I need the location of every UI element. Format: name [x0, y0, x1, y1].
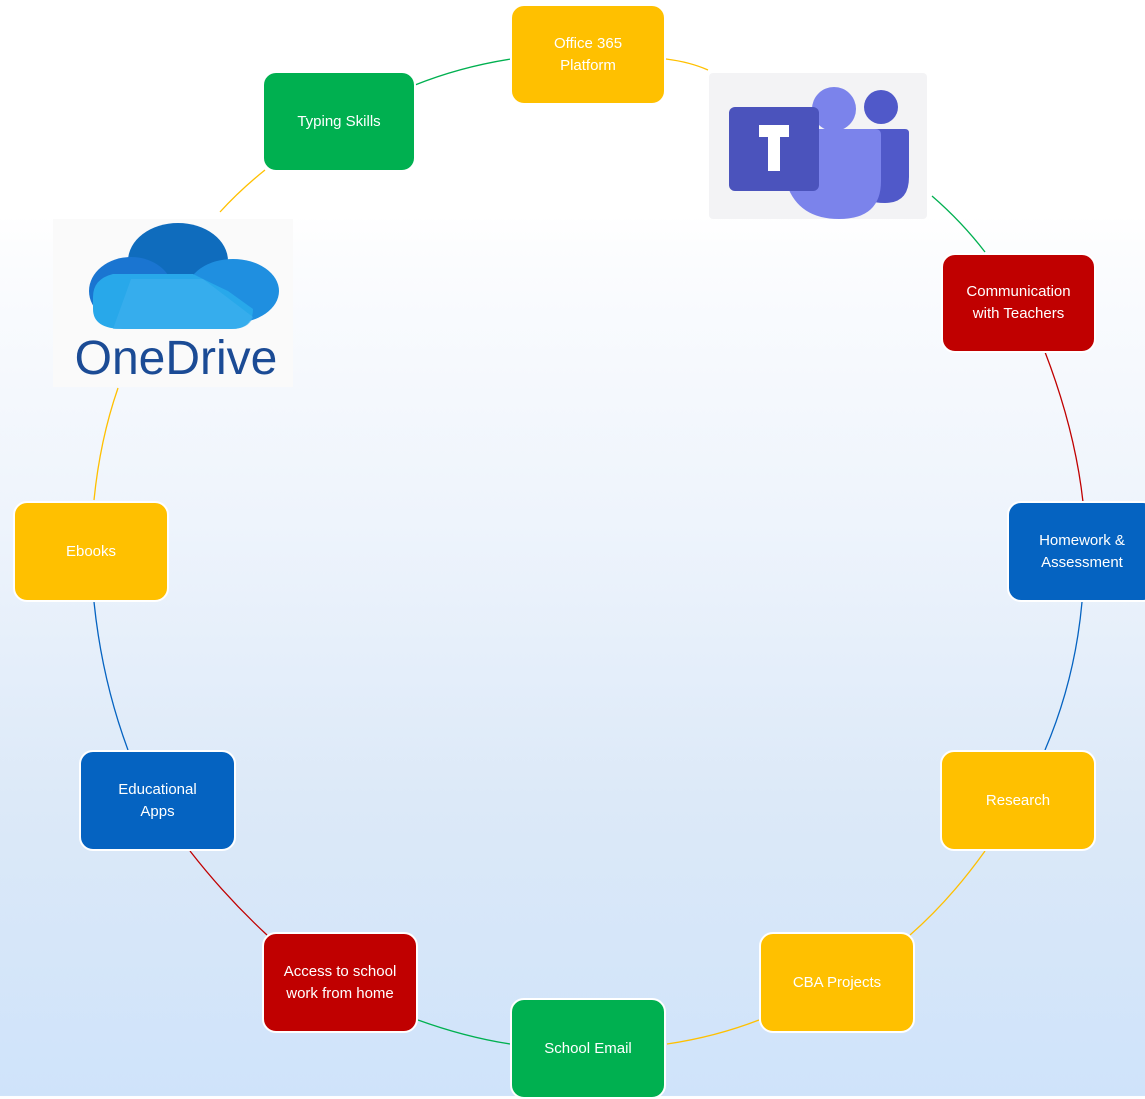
node-communication-with-teachers: Communication with Teachers — [941, 253, 1096, 353]
node-ebooks: Ebooks — [13, 501, 169, 602]
node-homework-assessment: Homework & Assessment — [1007, 501, 1145, 602]
node-school-email: School Email — [510, 998, 666, 1099]
connector-email-access — [417, 1019, 511, 1045]
node-access-to-school-work: Access to school work from home — [262, 932, 418, 1033]
connector-apps-ebooks — [93, 601, 129, 751]
node-cba-projects: CBA Projects — [759, 932, 915, 1033]
connector-ebooks-onedrive — [93, 387, 119, 501]
onedrive-cloud-icon — [89, 223, 279, 329]
connector-communication-homework — [1044, 351, 1084, 503]
node-research: Research — [940, 750, 1096, 851]
onedrive-logo: OneDrive — [53, 219, 293, 387]
connector-office-teams — [665, 58, 709, 71]
connector-homework-research — [1044, 601, 1083, 751]
teams-logo — [709, 73, 927, 219]
connector-access-apps — [189, 850, 268, 936]
microsoft-teams-icon — [729, 87, 909, 219]
connector-typing-office — [414, 58, 512, 86]
node-office-365-platform: Office 365 Platform — [510, 4, 666, 105]
connector-research-cba — [909, 850, 986, 936]
node-typing-skills: Typing Skills — [262, 71, 416, 172]
node-educational-apps: Educational Apps — [79, 750, 236, 851]
connector-cba-email — [666, 1019, 760, 1045]
onedrive-wordmark: OneDrive — [74, 332, 278, 385]
connector-onedrive-typing — [219, 169, 266, 213]
connector-teams-communication — [931, 195, 986, 253]
